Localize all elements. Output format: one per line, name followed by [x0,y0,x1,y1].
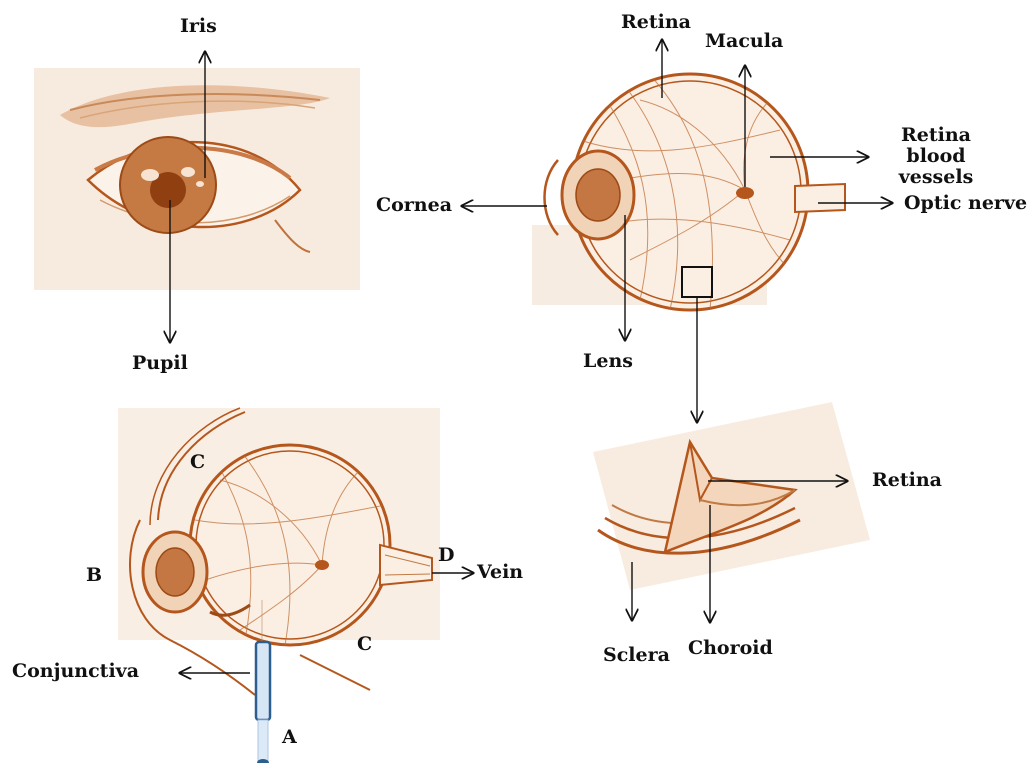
label-a: A [282,727,297,748]
macula-spot [736,187,754,199]
probe-needle [256,642,270,720]
label-macula: Macula [705,31,783,52]
label-c-top: C [190,452,205,473]
macula-spot-2 [315,560,329,570]
label-sclera: Sclera [603,645,670,666]
label-c-right: C [357,634,372,655]
label-choroid: Choroid [688,638,773,659]
retina-detail-panel [593,402,870,590]
label-vein: Vein [477,562,523,583]
label-cornea: Cornea [376,195,452,216]
optic-nerve-shape [795,184,845,212]
label-lens: Lens [583,351,633,372]
label-conjunctiva: Conjunctiva [12,661,139,682]
label-retina-top: Retina [621,12,691,33]
label-retina-blood-vessels: Retina blood vessels [878,125,994,188]
probe-shaft [258,720,268,763]
label-b: B [86,565,102,586]
label-retina-detail: Retina [872,470,942,491]
eye-side-view-panel [118,408,440,763]
cornea-shape [545,160,559,235]
external-eye-panel [34,68,360,290]
label-d: D [438,545,454,566]
eye-cross-section-panel [532,74,845,310]
label-pupil: Pupil [132,353,188,374]
label-iris: Iris [180,16,217,37]
label-optic-nerve: Optic nerve [904,193,1027,214]
outer-membrane-bottom [300,655,370,690]
